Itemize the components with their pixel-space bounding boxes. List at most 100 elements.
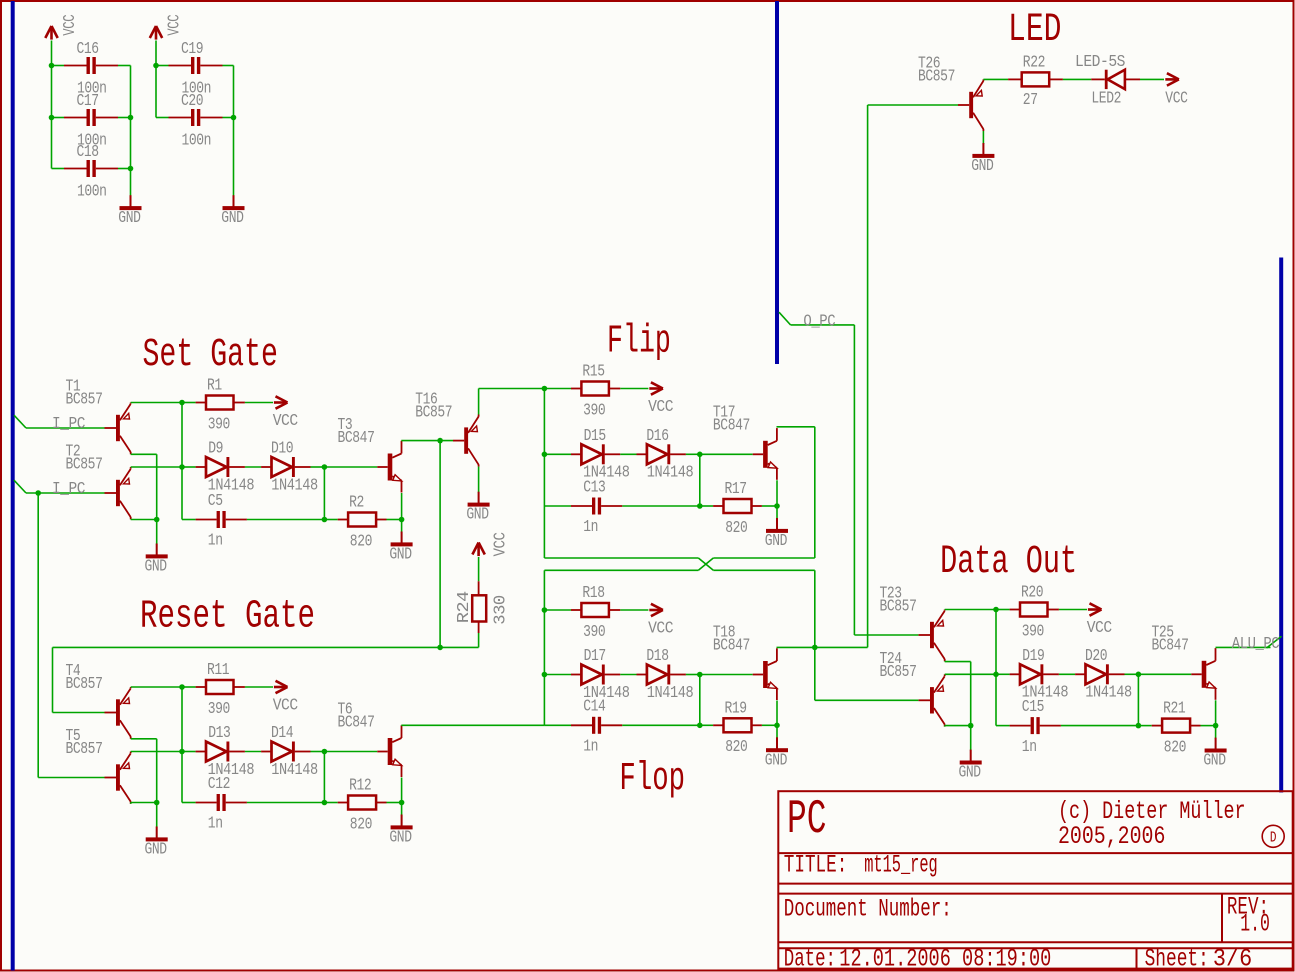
svg-text:390: 390 [208,698,231,718]
svg-text:R20: R20 [1021,582,1044,602]
svg-text:T18: T18 [713,622,736,642]
svg-text:Flip: Flip [607,319,671,364]
svg-text:GND: GND [145,556,168,576]
svg-text:3/6: 3/6 [1213,946,1252,972]
svg-text:BC857: BC857 [880,596,917,616]
svg-text:GND: GND [959,762,982,782]
svg-text:BC857: BC857 [880,661,917,681]
svg-text:R24: R24 [454,591,474,624]
svg-text:BC857: BC857 [415,402,452,422]
svg-text:1n: 1n [583,736,598,756]
svg-text:C19: C19 [181,39,203,59]
svg-text:R2: R2 [349,492,364,512]
svg-text:C16: C16 [77,39,100,59]
svg-text:100n: 100n [77,130,107,150]
svg-text:T4: T4 [66,660,81,680]
svg-text:Document Number:: Document Number: [784,895,952,923]
svg-text:I_PC: I_PC [52,479,85,499]
svg-text:D17: D17 [584,645,606,665]
svg-text:330: 330 [490,595,510,625]
svg-text:Flop: Flop [619,757,685,802]
svg-text:VCC: VCC [164,14,184,35]
svg-text:390: 390 [208,414,231,434]
svg-text:D19: D19 [1022,645,1044,665]
svg-text:GND: GND [765,750,788,770]
svg-text:1N4148: 1N4148 [1085,682,1132,702]
svg-text:1N4148: 1N4148 [647,462,694,482]
svg-text:Reset Gate: Reset Gate [140,594,315,639]
svg-text:820: 820 [725,517,748,537]
svg-text:R21: R21 [1163,698,1186,718]
svg-text:C20: C20 [181,91,204,111]
svg-text:Date:: Date: [784,946,836,972]
svg-text:1N4148: 1N4148 [583,682,630,702]
svg-text:D14: D14 [271,722,294,742]
svg-text:100n: 100n [77,181,107,201]
svg-text:Data Out: Data Out [940,540,1077,585]
svg-text:BC847: BC847 [713,415,750,435]
svg-text:T16: T16 [415,389,438,409]
svg-text:100n: 100n [182,130,212,150]
svg-text:1.0: 1.0 [1240,911,1270,939]
svg-text:BC857: BC857 [66,389,103,409]
svg-text:R1: R1 [207,375,222,395]
svg-text:C15: C15 [1022,696,1045,716]
svg-text:C13: C13 [583,477,606,497]
svg-text:R12: R12 [349,775,371,795]
svg-text:T3: T3 [338,414,353,434]
svg-text:1n: 1n [1022,736,1037,756]
svg-text:1N4148: 1N4148 [1022,682,1069,702]
svg-text:BC857: BC857 [66,673,103,693]
svg-text:T1: T1 [66,376,81,396]
svg-text:1N4148: 1N4148 [208,475,255,495]
svg-text:D15: D15 [584,425,607,445]
svg-text:BC857: BC857 [918,66,955,86]
svg-text:LED-5S: LED-5S [1075,51,1125,71]
svg-text:T26: T26 [918,53,941,73]
svg-text:R19: R19 [725,698,747,718]
svg-text:VCC: VCC [273,410,298,430]
svg-text:2005,2006: 2005,2006 [1058,823,1165,851]
svg-text:O_PC: O_PC [803,311,835,331]
svg-text:BC847: BC847 [713,635,750,655]
svg-text:VCC: VCC [273,695,298,715]
svg-text:T25: T25 [1152,622,1175,642]
svg-text:1N4148: 1N4148 [583,462,630,482]
svg-text:Set Gate: Set Gate [143,333,279,378]
svg-text:D16: D16 [646,425,669,445]
svg-text:VCC: VCC [1165,88,1188,108]
svg-text:820: 820 [725,737,748,757]
svg-text:VCC: VCC [1087,617,1112,637]
svg-text:C5: C5 [208,490,223,510]
svg-text:REV:: REV: [1227,893,1269,921]
svg-text:ALU_PC: ALU_PC [1232,633,1280,653]
svg-text:D20: D20 [1085,645,1108,665]
svg-text:BC847: BC847 [338,712,375,732]
svg-text:C17: C17 [77,91,99,111]
svg-text:GND: GND [1203,750,1226,770]
svg-text:C12: C12 [208,773,230,793]
svg-text:1N4148: 1N4148 [271,759,318,779]
svg-text:BC857: BC857 [66,738,103,758]
svg-text:T23: T23 [880,583,903,603]
svg-text:R15: R15 [582,361,605,381]
svg-text:VCC: VCC [648,396,673,416]
svg-text:390: 390 [583,400,606,420]
svg-text:T5: T5 [66,725,81,745]
svg-text:1n: 1n [208,813,223,833]
svg-text:PC: PC [787,793,827,847]
svg-text:GND: GND [118,208,141,228]
svg-text:100n: 100n [182,78,212,98]
svg-text:390: 390 [583,621,606,641]
svg-text:GND: GND [389,544,412,564]
svg-text:390: 390 [1022,621,1045,641]
svg-text:820: 820 [350,814,373,834]
svg-text:T24: T24 [880,648,903,668]
svg-text:T2: T2 [66,441,81,461]
svg-text:C18: C18 [77,142,100,162]
svg-text:1n: 1n [583,517,598,537]
svg-text:820: 820 [350,531,373,551]
svg-text:D9: D9 [208,438,223,458]
svg-text:1n: 1n [208,530,223,550]
svg-text:D: D [1270,829,1277,846]
